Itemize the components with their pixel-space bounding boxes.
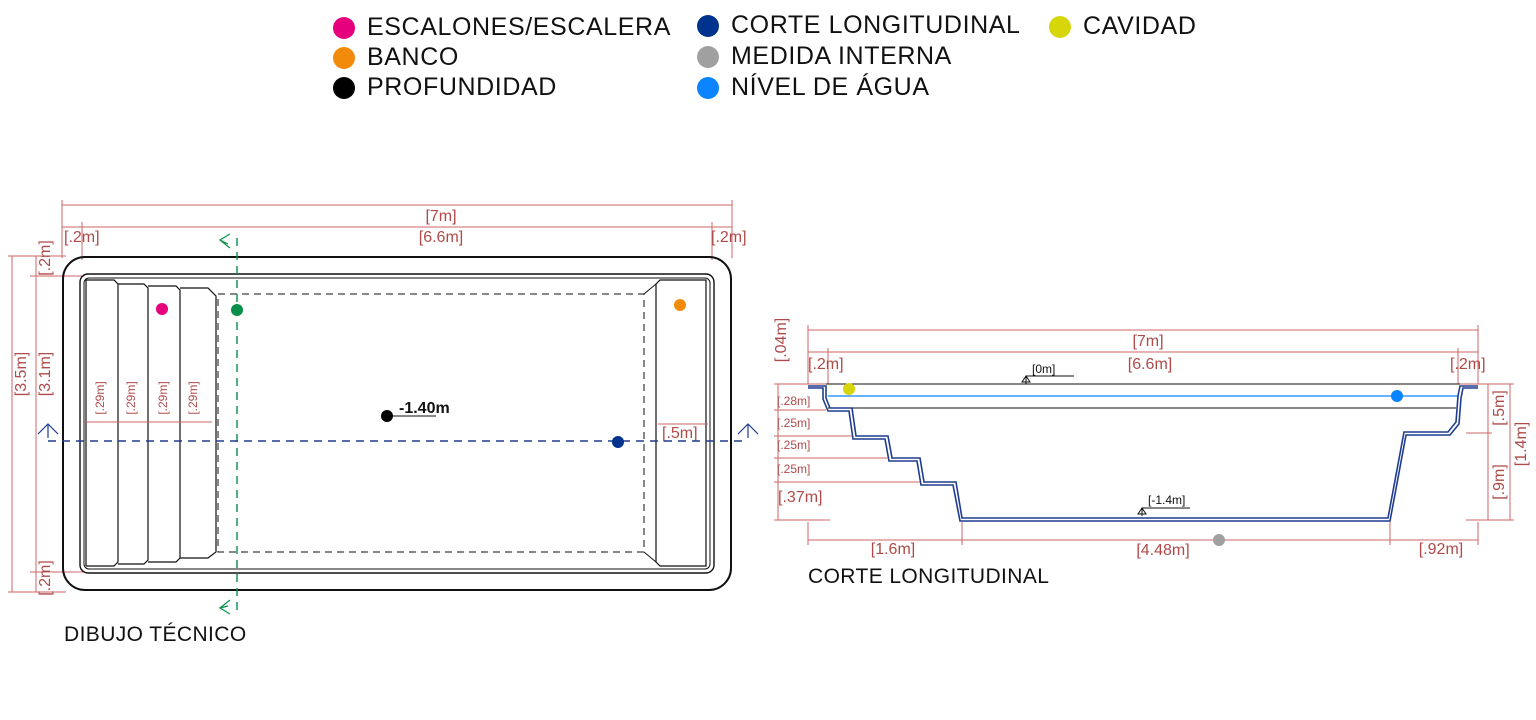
section-arrow-right-icon (737, 423, 759, 438)
plan-step-dims: [.29m] [.29m] [.29m] [.29m] (86, 381, 212, 423)
bottom-dim-left: [1.6m] (871, 541, 915, 558)
section-level-bottom: [-1.4m] (1148, 493, 1185, 507)
legend-label-cavity: CAVIDAD (1083, 12, 1197, 40)
plan-dim-right-border: [.2m] (711, 229, 747, 246)
legend-label-water: NÍVEL DE ÁGUA (731, 73, 930, 101)
plan-inner-border (79, 273, 715, 574)
legend-label-depth: PROFUNDIDAD (367, 73, 557, 101)
step-dim-1: [.29m] (93, 381, 107, 414)
marker-steps (156, 303, 168, 315)
bottom-dim-floor: [4.48m] (1136, 542, 1189, 559)
plan-inner-border-2 (83, 277, 711, 570)
step-dim-3: [.29m] (156, 381, 170, 414)
legend-item-internal: MEDIDA INTERNA (697, 42, 952, 71)
legend-label-steps: ESCALONES/ESCALERA (367, 13, 671, 41)
legend-dot-section (697, 14, 719, 37)
legend-item-cavity: CAVIDAD (1049, 12, 1196, 41)
step-3 (148, 285, 181, 563)
section-view: [7m] [6.6m] [.2m] [.2m] [.04m] [0m] [-1.… (773, 318, 1530, 588)
plan-depth-label: -1.40m (399, 400, 450, 417)
right-dim-total: [1.4m] (1513, 422, 1530, 466)
level-top-icon (1021, 375, 1031, 384)
section-bottom-dims: [1.6m] [4.48m] [.92m] (807, 522, 1479, 559)
legend-dot-depth (333, 76, 355, 99)
section-right-dims: [.5m] [.9m] [1.4m] (1460, 383, 1530, 521)
marker-internal-measure (1213, 534, 1225, 546)
left-dim-1: [.28m] (777, 394, 810, 408)
section-dim-rim: [.04m] (773, 318, 790, 362)
legend: ESCALONES/ESCALERA BANCO PROFUNDIDAD COR… (0, 8, 1536, 108)
left-dim-5: [.37m] (778, 489, 822, 506)
plan-dim-left-border: [.2m] (64, 229, 100, 246)
cut-arrow-top-icon (218, 233, 231, 249)
left-dim-2: [.25m] (777, 416, 810, 430)
plan-dim-inner-height: [3.1m] (37, 352, 54, 396)
section-shell-outer (808, 385, 1478, 519)
step-dim-2: [.29m] (124, 381, 138, 414)
section-shell-inner (808, 387, 1478, 522)
legend-dot-cavity (1049, 15, 1071, 38)
section-arrow-left-icon (37, 423, 59, 438)
section-left-dims: [.28m] [.25m] [.25m] [.25m] [.37m] (774, 383, 920, 521)
right-dim-bench: [.5m] (1491, 390, 1508, 426)
section-dim-right-border: [.2m] (1450, 356, 1486, 373)
legend-label-bench: BANCO (367, 43, 459, 71)
legend-item-depth: PROFUNDIDAD (333, 73, 557, 102)
legend-label-internal: MEDIDA INTERNA (731, 42, 952, 70)
step-dim-4: [.29m] (186, 381, 200, 414)
plan-dim-top-border: [.2m] (37, 240, 54, 276)
plan-dim-inner-width: [6.6m] (419, 229, 463, 246)
cut-arrow-bottom-icon (218, 599, 231, 615)
legend-dot-bench (333, 46, 355, 69)
marker-cut-plane (231, 304, 243, 316)
level-bottom-icon (1137, 507, 1147, 516)
section-level-top: [0m] (1032, 362, 1055, 376)
plan-dim-total-height: [3.5m] (13, 352, 30, 396)
left-dim-4: [.25m] (777, 462, 810, 476)
marker-water-level (1391, 390, 1403, 402)
plan-floor-area (217, 293, 645, 553)
plan-dim-total-width: [7m] (425, 208, 456, 225)
marker-section (612, 436, 624, 448)
plan-dim-bottom-border: [.2m] (37, 560, 54, 596)
bench-dim: [.5m] (662, 425, 698, 442)
plan-view: [7m] [6.6m] [.2m] [.2m] [3.5m] [3.1m] [.… (8, 200, 759, 646)
legend-dot-water (697, 76, 719, 99)
legend-item-steps: ESCALONES/ESCALERA (333, 13, 671, 42)
plan-bench-edge-bottom (643, 551, 657, 563)
bottom-dim-right: [.92m] (1419, 541, 1463, 558)
legend-item-water: NÍVEL DE ÁGUA (697, 73, 930, 102)
right-dim-lower: [.9m] (1491, 464, 1508, 500)
step-4 (180, 287, 217, 559)
legend-item-bench: BANCO (333, 43, 459, 72)
step-1 (86, 279, 119, 567)
section-dim-left-border: [.2m] (808, 356, 844, 373)
legend-dot-internal (697, 45, 719, 68)
section-caption: CORTE LONGITUDINAL (808, 565, 1049, 588)
plan-outer-border (62, 256, 732, 591)
left-dim-3: [.25m] (777, 438, 810, 452)
plan-caption: DIBUJO TÉCNICO (64, 623, 247, 646)
step-2 (118, 283, 149, 565)
plan-bench (655, 279, 707, 567)
marker-bench (674, 299, 686, 311)
marker-depth (381, 410, 393, 422)
section-dim-total-width: [7m] (1132, 333, 1163, 350)
legend-dot-steps (333, 16, 355, 39)
legend-item-section: CORTE LONGITUDINAL (697, 11, 1021, 40)
legend-label-section: CORTE LONGITUDINAL (731, 11, 1021, 39)
section-dim-inner-width: [6.6m] (1128, 356, 1172, 373)
plan-steps (85, 279, 217, 567)
marker-cavity (843, 383, 855, 395)
plan-bench-edge-top (643, 283, 657, 295)
